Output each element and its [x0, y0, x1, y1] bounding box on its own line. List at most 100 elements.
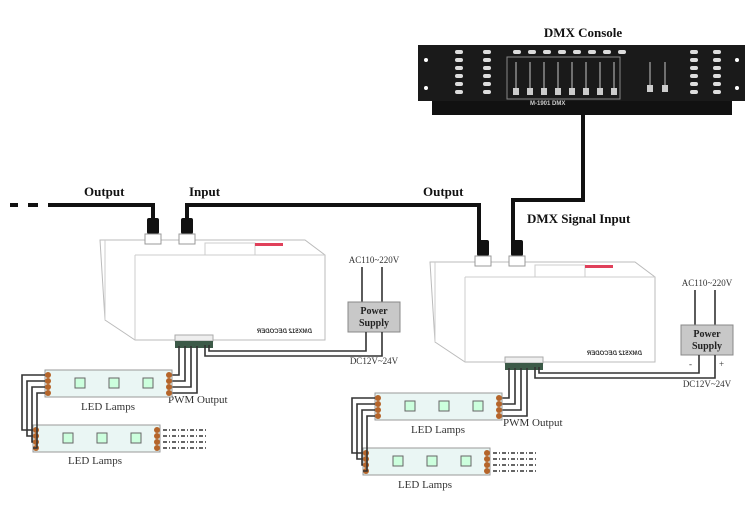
console-button	[528, 50, 536, 54]
dc-wires	[204, 332, 383, 357]
console-model-text: M-1901 DMX	[530, 101, 565, 107]
lamp-link-wire	[361, 409, 375, 466]
led-lamps-label: LED Lamps	[398, 479, 452, 491]
lamp-terminal	[166, 378, 172, 384]
led-lamps-label: LED Lamps	[81, 401, 135, 413]
lamp-terminal	[33, 439, 39, 445]
led-chip	[426, 455, 438, 467]
console-button	[483, 50, 491, 54]
led-lamp-strip	[32, 424, 161, 453]
console-button	[483, 90, 491, 94]
dc-voltage-label: DC12V~24V	[683, 379, 732, 389]
xlr-connector	[178, 218, 196, 245]
decoder-unit: DMX512 DECODERPowerSupplyAC110~220VDC12V…	[351, 240, 734, 491]
lamp-link-wire	[356, 403, 375, 460]
master-fader-knob	[647, 85, 653, 92]
lamp-terminal	[45, 390, 51, 396]
decoder-accent-stripe	[585, 265, 613, 268]
power-supply-label: Supply	[359, 318, 389, 329]
decoder-unit: DMX512 DECODERPowerSupplyAC110~220VDC12V…	[21, 218, 401, 467]
pwm-wire	[502, 368, 516, 405]
fader-knob	[611, 88, 617, 95]
led-lamp-strip	[374, 392, 503, 421]
lamp-terminal	[154, 427, 160, 433]
decoder-name: DMX512 DECODER	[256, 329, 312, 335]
decoder-accent-stripe	[255, 243, 283, 246]
pwm-wire	[172, 346, 198, 394]
lamp-terminal	[166, 372, 172, 378]
xlr-connector	[474, 240, 492, 267]
lamp-link-wire	[33, 392, 45, 449]
console-button	[513, 50, 521, 54]
fader-knob	[527, 88, 533, 95]
console-button	[558, 50, 566, 54]
console-button	[713, 90, 721, 94]
console-signal-cable	[511, 110, 585, 243]
label-output-left: Output	[84, 184, 125, 199]
lamp-terminal	[375, 407, 381, 413]
lamp-terminal	[484, 468, 490, 474]
lamp-terminal	[496, 407, 502, 413]
daisy-chain-cable	[185, 203, 481, 243]
console-button	[543, 50, 551, 54]
power-supply-label: Supply	[692, 341, 722, 352]
led-chip	[404, 400, 416, 412]
led-lamp-strip	[362, 447, 491, 476]
pwm-wire	[502, 368, 510, 399]
lamp-terminal	[33, 427, 39, 433]
led-chip	[108, 377, 120, 389]
fader-knob	[583, 88, 589, 95]
fader-knob	[597, 88, 603, 95]
console-button	[483, 74, 491, 78]
console-button	[483, 66, 491, 70]
output-cable-left	[56, 203, 155, 220]
console-button	[713, 74, 721, 78]
lamp-link-wire	[21, 374, 45, 431]
console-button	[455, 50, 463, 54]
power-supply-label: Power	[693, 329, 721, 340]
lamp-terminal	[33, 433, 39, 439]
xlr-connector	[508, 240, 526, 267]
pwm-wire	[172, 346, 186, 382]
lamp-terminal	[375, 401, 381, 407]
lamp-terminal	[154, 439, 160, 445]
lamp-terminal	[363, 456, 369, 462]
dc-wires	[534, 355, 716, 379]
led-lamps-label: LED Lamps	[411, 424, 465, 436]
lamp-terminal	[166, 384, 172, 390]
console-button	[573, 50, 581, 54]
led-chip	[96, 432, 108, 444]
dmx-console: M-1901 DMX	[418, 45, 745, 115]
lamp-terminal	[166, 390, 172, 396]
lamp-terminal	[363, 462, 369, 468]
lamp-terminal	[484, 462, 490, 468]
dmx512-decoder: DMX512 DECODER	[99, 218, 326, 348]
console-button	[690, 90, 698, 94]
fader-knob	[569, 88, 575, 95]
terminal-block	[174, 334, 214, 342]
console-button	[483, 82, 491, 86]
console-button	[603, 50, 611, 54]
ac-voltage-label: AC110~220V	[349, 255, 400, 265]
pwm-wire	[172, 346, 192, 388]
fader-knob	[541, 88, 547, 95]
lamp-link-wire	[363, 415, 375, 472]
power-supply	[680, 324, 734, 356]
led-chip	[438, 400, 450, 412]
master-fader-knob	[662, 85, 668, 92]
dmx512-decoder: DMX512 DECODER	[429, 240, 656, 370]
ac-voltage-label: AC110~220V	[682, 278, 733, 288]
lamp-terminal	[496, 413, 502, 419]
lamp-terminal	[375, 413, 381, 419]
terminal-block	[504, 356, 544, 364]
lamp-terminal	[496, 395, 502, 401]
label-input: Input	[189, 184, 221, 199]
console-button	[588, 50, 596, 54]
console-button	[618, 50, 626, 54]
lamp-terminal	[154, 433, 160, 439]
lamp-terminal	[154, 445, 160, 451]
plus-sign: +	[719, 359, 724, 369]
lamp-terminal	[484, 456, 490, 462]
pwm-output-label: PWM Output	[503, 417, 563, 429]
